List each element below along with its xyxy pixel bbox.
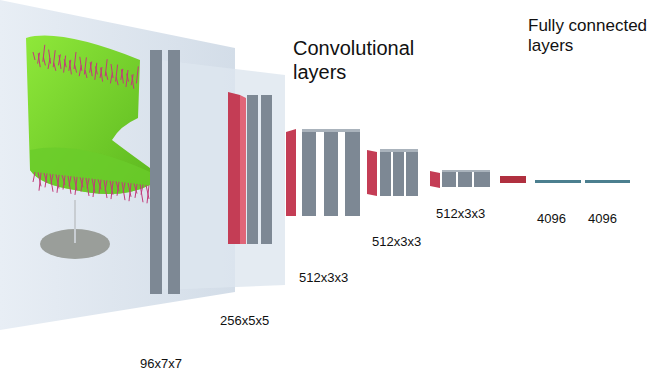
layer-size: 512x3x3 bbox=[436, 206, 516, 222]
layer-size: 4096 bbox=[588, 211, 638, 227]
conv-layer-slab bbox=[430, 170, 490, 188]
layer-size: 512x3x3 bbox=[372, 234, 452, 250]
layer-size: 256x5x5 bbox=[220, 313, 300, 329]
conv-layer-slab bbox=[228, 92, 272, 244]
section-heading: Fully connected layers bbox=[528, 16, 648, 57]
fc-layer bbox=[535, 180, 581, 183]
chair-image bbox=[26, 36, 155, 259]
conv-layer-slab bbox=[367, 149, 418, 196]
pool-layer bbox=[500, 176, 526, 183]
conv-layer-slab bbox=[150, 50, 180, 294]
section-heading: Convolutional layers bbox=[293, 36, 453, 84]
fc-layer bbox=[585, 180, 630, 183]
conv-layer-slab bbox=[286, 129, 360, 216]
layer-size: 4096 bbox=[537, 211, 587, 227]
layer-size: 96x7x7 bbox=[140, 356, 220, 372]
layer-size: 512x3x3 bbox=[299, 270, 379, 286]
